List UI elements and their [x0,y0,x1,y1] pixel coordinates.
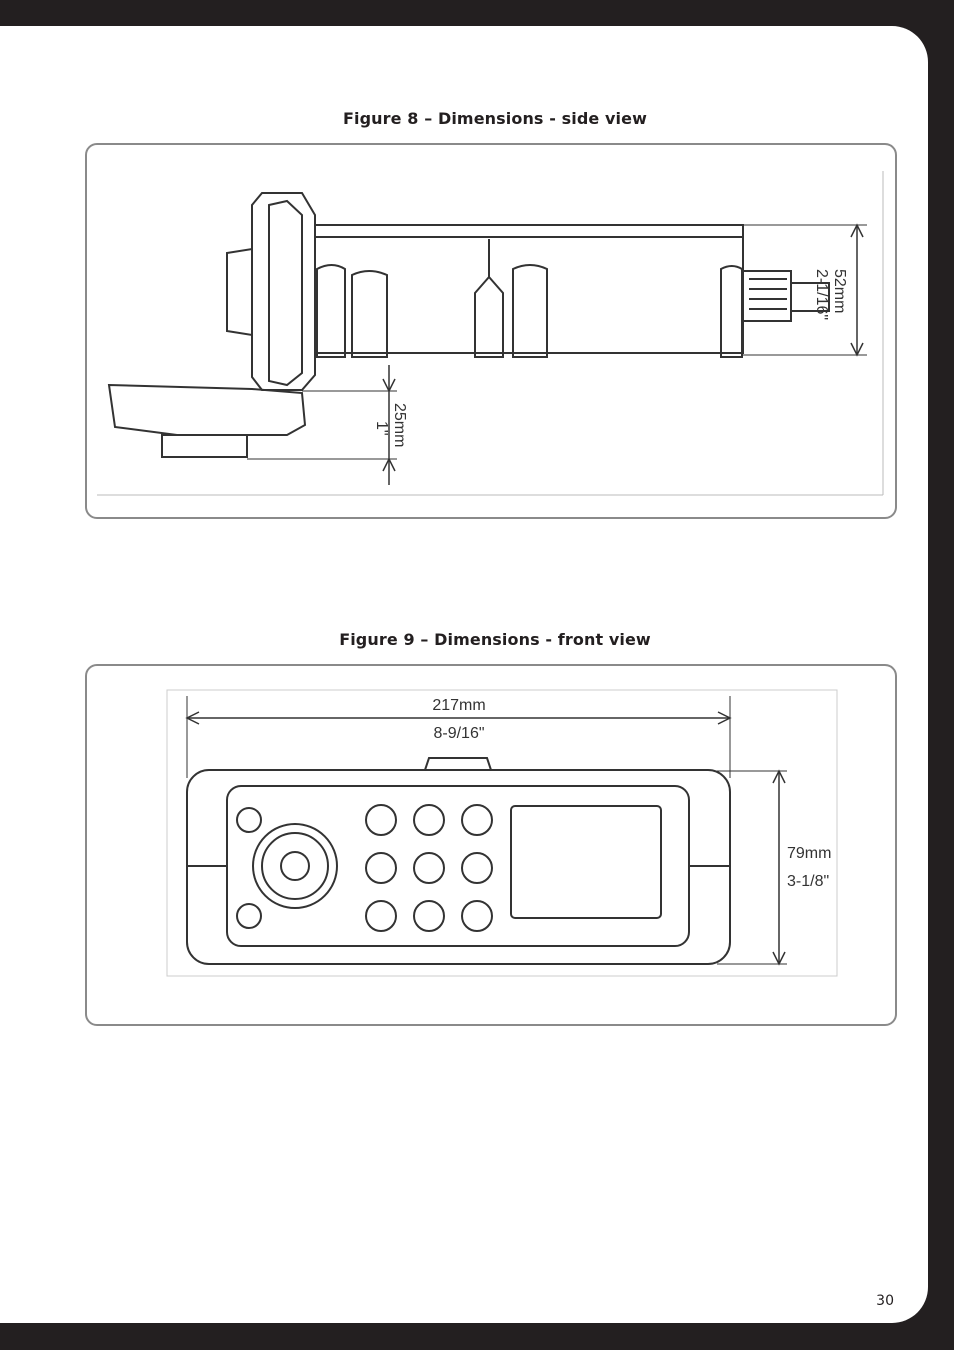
front-width-mm-label: 217mm [432,697,485,714]
page-number: 30 [876,1293,894,1309]
side-height-in-label: 2-1/16" [813,269,830,320]
chassis-outline [314,224,744,354]
figure-8-caption: Figure 8 – Dimensions - side view [343,109,647,128]
side-depth-mm-label: 25mm [391,403,408,447]
front-height-mm-label: 79mm [787,845,831,862]
side-height-mm-label: 52mm [831,269,848,313]
joystick-outer [252,823,338,909]
manual-page: Figure 8 – Dimensions - side view [0,26,928,1323]
front-height-in-label: 3-1/8" [787,873,829,890]
faceplate-outline [251,192,316,391]
bracket-outline [107,383,307,436]
figure-9-caption: Figure 9 – Dimensions - front view [339,630,651,649]
display-screen [510,805,662,919]
side-view-drawing: 52mm 2-1/16" 25mm 1" [97,171,884,496]
knob-outline [226,247,253,337]
radio-faceplate [186,769,731,965]
front-view-drawing: 217mm 8-9/16" 79mm 3-1/8" [166,689,838,977]
front-width-in-label: 8-9/16" [433,725,484,742]
figure-8-side-view: 52mm 2-1/16" 25mm 1" [85,143,897,519]
figure-9-front-view: 217mm 8-9/16" 79mm 3-1/8" [85,664,897,1026]
side-depth-in-label: 1" [373,421,390,436]
